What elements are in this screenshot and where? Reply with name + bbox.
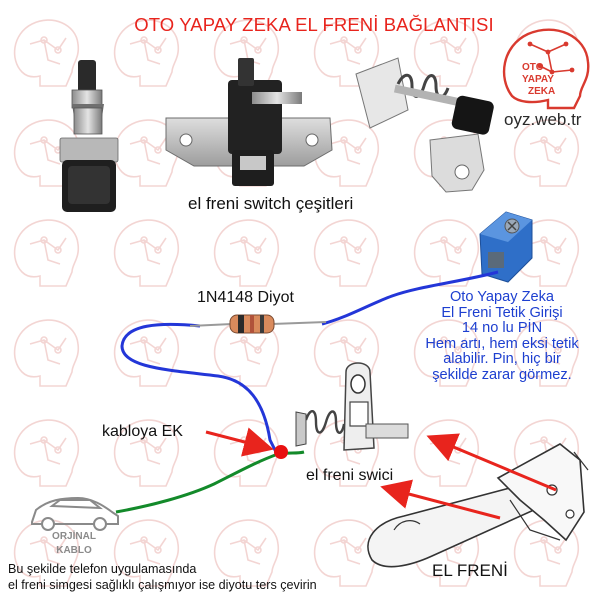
original-cable-line-1: ORJİNAL	[52, 531, 96, 542]
pin-connector-icon	[479, 211, 533, 283]
bracket-switch-icon	[165, 58, 333, 186]
info-line: 14 no lu PİN	[461, 320, 543, 336]
original-cable-line-2: KABLO	[56, 545, 92, 556]
diode-label: 1N4148 Diyot	[197, 289, 294, 306]
green-wire	[115, 450, 305, 514]
pin-info-text: Oto Yapay Zeka El Freni Tetik Girişi 14 …	[402, 289, 600, 383]
switch-types-caption: el freni switch çeşitleri	[188, 194, 354, 213]
handbrake-switch-label: el freni swici	[306, 467, 394, 484]
site-url: oyz.web.tr	[504, 110, 582, 129]
info-line: Hem artı, hem eksi tetik	[425, 335, 579, 352]
info-line: Oto Yapay Zeka	[449, 289, 555, 305]
note-line-1: Bu şekilde telefon uygulamasında	[8, 562, 197, 576]
diode-icon	[189, 314, 327, 334]
arrow-to-switch-bottom	[380, 479, 501, 520]
page-title: OTO YAPAY ZEKA EL FRENİ BAĞLANTISI	[134, 14, 494, 35]
handbrake-label: EL FRENİ	[432, 561, 508, 580]
joint-dot	[274, 445, 288, 459]
handbrake-switch-icon	[295, 362, 409, 451]
info-line: El Freni Tetik Girişi	[441, 304, 563, 321]
handbrake-lever-icon	[367, 443, 589, 568]
original-cable-label: ORJİNAL KABLO	[32, 530, 116, 558]
arrow-to-switch-top	[426, 433, 557, 492]
blue-wire	[120, 270, 499, 453]
brain-logo-icon: OTO YAPAY ZEKA	[502, 28, 590, 110]
bottom-note: Bu şekilde telefon uygulamasında el fren…	[8, 561, 448, 593]
spring-switch-icon	[355, 57, 494, 193]
car-icon	[31, 496, 119, 531]
info-line: alabilir. Pin, hiç bir	[443, 351, 561, 367]
info-line: şekilde zarar görmez.	[432, 366, 572, 383]
cable-joint-label: kabloya EK	[102, 423, 183, 440]
push-switch-icon	[59, 60, 119, 212]
note-line-2: el freni simgesi sağlıklı çalışmıyor ise…	[8, 578, 317, 592]
logo-line-3: ZEKA	[528, 86, 555, 97]
logo-line-2: YAPAY	[522, 74, 554, 85]
arrow-to-joint	[205, 427, 274, 457]
logo-line-1: OTO	[522, 62, 544, 73]
